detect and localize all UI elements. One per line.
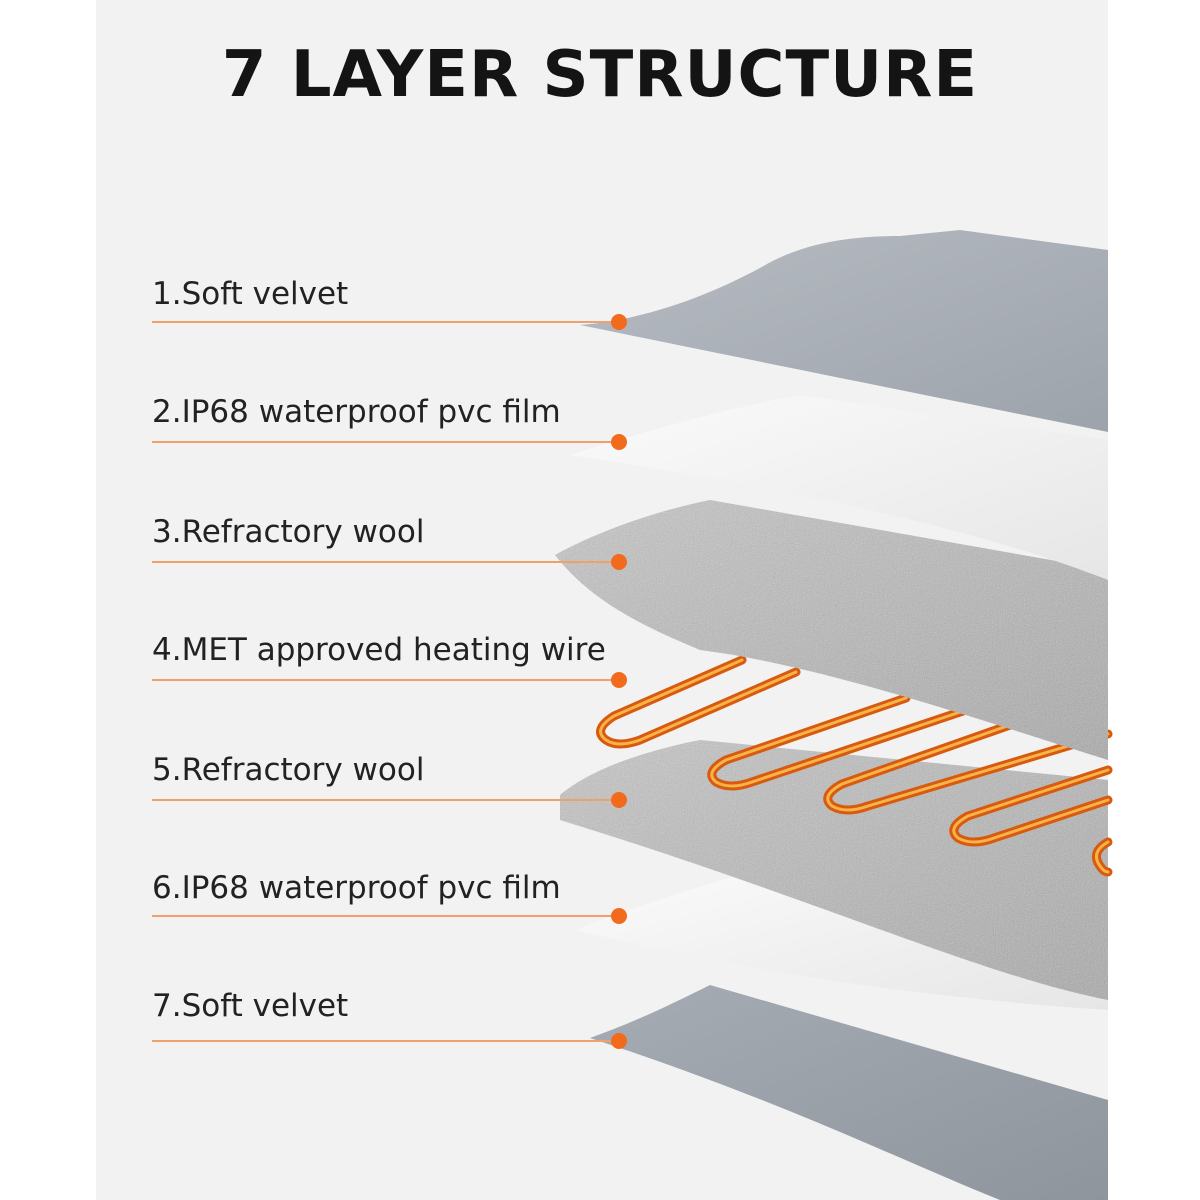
layer-1-velvet bbox=[580, 230, 1108, 432]
leader-line-6 bbox=[152, 915, 620, 917]
layer-marker-1-icon bbox=[611, 314, 627, 330]
layer-label-3: 3.Refractory wool bbox=[152, 514, 425, 550]
layer-label-4: 4.MET approved heating wire bbox=[152, 632, 606, 668]
layer-marker-3-icon bbox=[611, 554, 627, 570]
layer-marker-6-icon bbox=[611, 908, 627, 924]
layer-marker-5-icon bbox=[611, 792, 627, 808]
layer-marker-2-icon bbox=[611, 434, 627, 450]
leader-line-5 bbox=[152, 799, 620, 801]
leader-line-7 bbox=[152, 1040, 620, 1042]
layer-label-2: 2.IP68 waterproof pvc film bbox=[152, 394, 561, 430]
layer-marker-4-icon bbox=[611, 672, 627, 688]
layer-label-5: 5.Refractory wool bbox=[152, 752, 425, 788]
layer-5-wool bbox=[560, 740, 1108, 1000]
layer-marker-7-icon bbox=[611, 1033, 627, 1049]
layer-label-7: 7.Soft velvet bbox=[152, 988, 349, 1024]
layer-7-velvet bbox=[590, 985, 1108, 1200]
leader-line-2 bbox=[152, 441, 620, 443]
layer-label-6: 6.IP68 waterproof pvc film bbox=[152, 870, 561, 906]
layer-3-wool bbox=[555, 500, 1108, 760]
layer-6-film bbox=[575, 870, 1108, 1010]
page-title: 7 LAYER STRUCTURE bbox=[221, 38, 979, 112]
leader-line-1 bbox=[152, 321, 620, 323]
layer-2-film bbox=[570, 395, 1108, 580]
leader-line-4 bbox=[152, 679, 620, 681]
leader-line-3 bbox=[152, 561, 620, 563]
layer-label-1: 1.Soft velvet bbox=[152, 276, 349, 312]
layer-4-heating-wire bbox=[596, 655, 1113, 877]
